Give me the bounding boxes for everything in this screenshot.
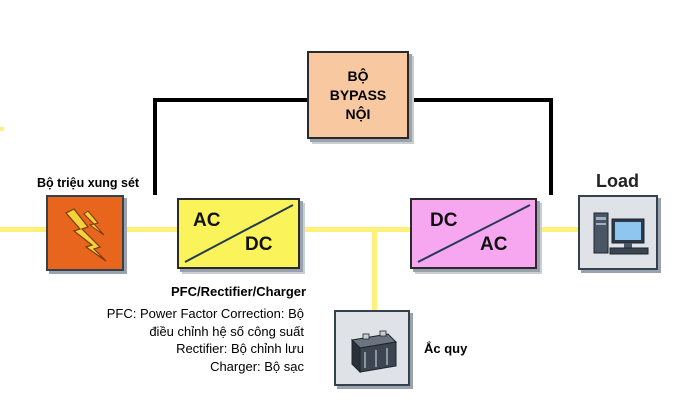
bypass-line-right-vertical: [549, 99, 553, 195]
battery-branch-line: [372, 227, 377, 311]
battery-label: Ắc quy: [424, 341, 468, 356]
surge-protector-box: [46, 195, 124, 271]
inverter-output-ac: AC: [480, 234, 508, 255]
inverter-diagonal: [417, 204, 531, 263]
note-line: Charger: Bộ sạc: [210, 358, 304, 374]
inverter-box: DC AC: [410, 198, 537, 269]
battery-icon: [350, 330, 398, 374]
main-power-line: [124, 227, 579, 232]
load-label: Load: [596, 171, 639, 191]
rectifier-box: AC DC: [177, 198, 300, 269]
bypass-line-2: BYPASS: [329, 86, 387, 103]
input-stub-line: [0, 127, 4, 131]
note-line: Rectifier: Bộ chỉnh lưu: [176, 341, 304, 356]
rectifier-input-ac: AC: [193, 210, 221, 231]
bypass-line-3: NỘI: [345, 105, 371, 122]
load-box: [578, 195, 658, 270]
computer-icon: [593, 212, 649, 255]
bypass-line-left-vertical: [153, 99, 157, 195]
battery-box: [334, 310, 410, 386]
abbreviation-notes: PFC: Power Factor Correction: Bộ điều ch…: [92, 305, 304, 375]
surge-protector-label: Bộ triệu xung sét: [37, 176, 140, 190]
rectifier-caption: PFC/Rectifier/Charger: [171, 284, 307, 299]
inverter-input-dc: DC: [430, 210, 458, 231]
note-line: điều chỉnh hệ số công suất: [149, 323, 304, 339]
internal-bypass-box: BỘ BYPASS NỘI: [307, 51, 409, 139]
main-power-line-left: [0, 227, 46, 232]
lightning-icon: [65, 208, 107, 262]
rectifier-output-dc: DC: [245, 234, 273, 255]
rectifier-diagonal: [184, 204, 294, 263]
note-line: PFC: Power Factor Correction: Bộ: [106, 306, 304, 321]
bypass-line-1: BỘ: [347, 67, 369, 84]
